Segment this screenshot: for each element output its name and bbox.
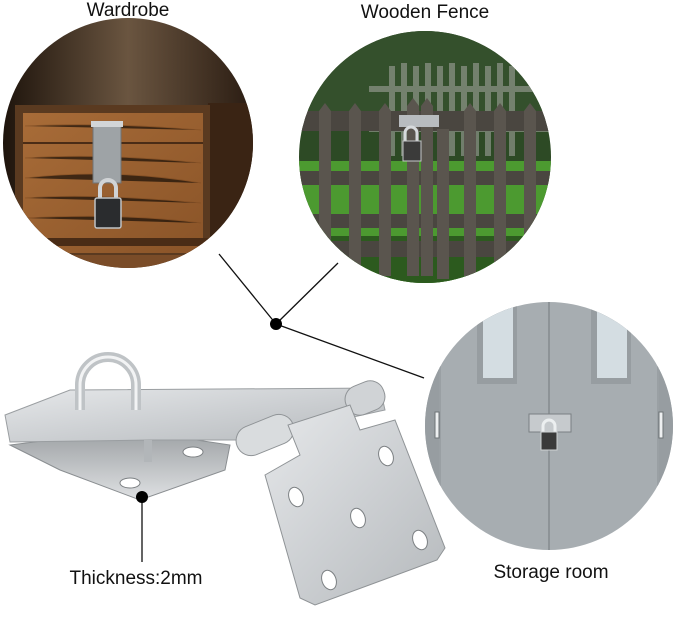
wardrobe-label: Wardrobe	[86, 0, 170, 21]
thickness-label: Thickness:2mm	[69, 568, 203, 589]
thickness-dot	[136, 491, 148, 503]
storage-room-label: Storage room	[493, 562, 609, 583]
wooden-fence-label: Wooden Fence	[360, 2, 490, 23]
connector-storage	[275, 323, 425, 379]
connector-wardrobe	[218, 253, 277, 325]
connector-fence	[275, 262, 339, 325]
hub-dot	[270, 318, 282, 330]
